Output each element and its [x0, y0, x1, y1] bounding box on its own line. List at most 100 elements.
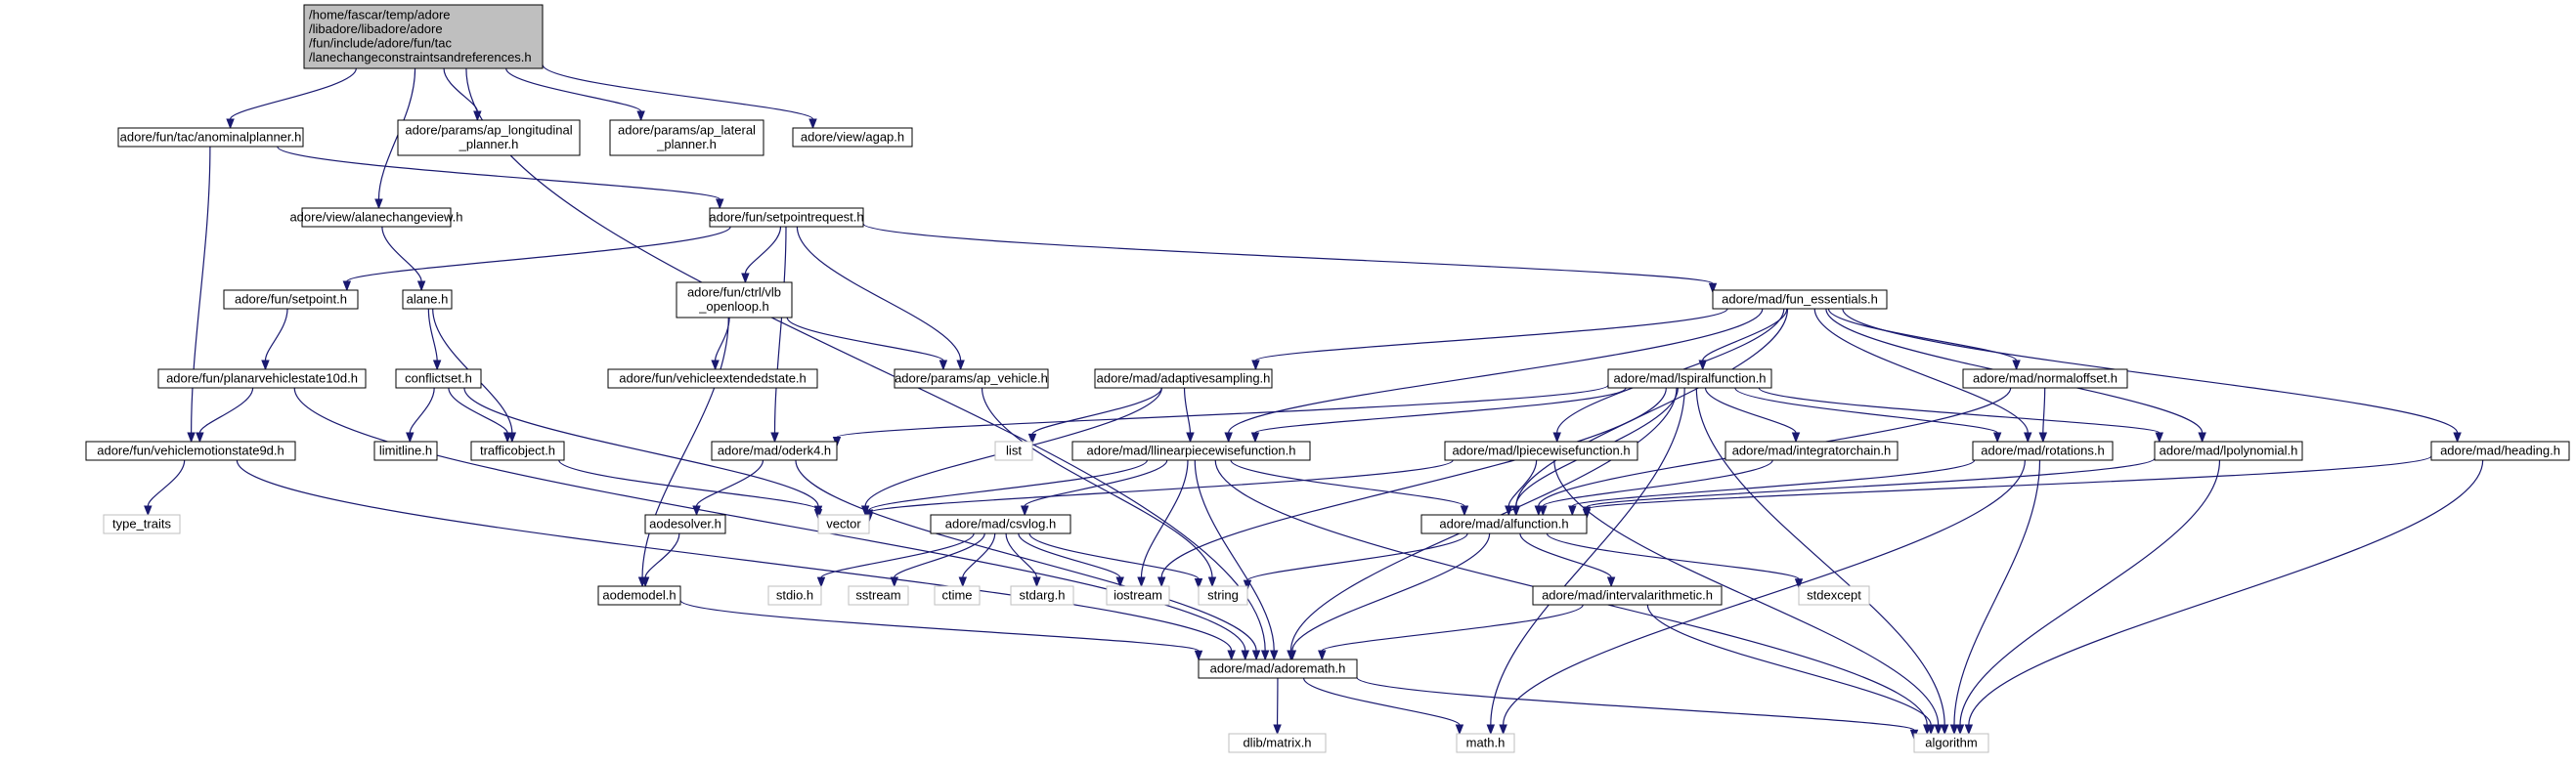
node-label: stdarg.h — [1020, 587, 1066, 602]
edge-llinearpiecewisefunction-to-alfunction — [1230, 459, 1469, 517]
node-alane[interactable]: alane.h — [402, 289, 453, 310]
edge-line — [1183, 387, 1192, 434]
edges-layer — [144, 64, 2484, 741]
arrowhead-icon — [1288, 650, 1297, 661]
node-label: aodemodel.h — [602, 587, 676, 602]
arrowhead-icon — [1940, 724, 1949, 736]
edge-adoremath-to-math — [1302, 677, 1464, 736]
node-box — [1532, 585, 1723, 606]
node-alanechangeview[interactable]: adore/view/alanechangeview.h — [289, 207, 463, 228]
node-stdio: stdio.h — [767, 585, 822, 606]
node-aodesolver[interactable]: aodesolver.h — [644, 514, 726, 534]
edge-aodemodel-to-adoremath — [679, 599, 1203, 661]
node-box — [848, 585, 909, 606]
node-label: adore/mad/oderk4.h — [718, 443, 831, 457]
node-planarvehiclestate10d[interactable]: adore/fun/planarvehiclestate10d.h — [157, 368, 367, 389]
edge-llinearpiecewisefunction-to-adoremath — [1194, 459, 1279, 661]
node-box — [402, 289, 453, 310]
node-label: /lanechangeconstraintsandreferences.h — [309, 50, 532, 64]
arrowhead-icon — [808, 118, 817, 130]
node-normaloffset[interactable]: adore/mad/normaloffset.h — [1962, 368, 2128, 389]
node-oderk4[interactable]: adore/mad/oderk4.h — [711, 441, 838, 461]
edge-line — [463, 387, 819, 507]
edge-line — [427, 308, 438, 361]
node-label: adore/fun/setpoint.h — [235, 291, 347, 306]
edge-csvlog-to-iostream — [1018, 532, 1124, 588]
arrowhead-icon — [1606, 576, 1616, 588]
node-adaptivesampling[interactable]: adore/mad/adaptivesampling.h — [1094, 368, 1273, 389]
arrowhead-icon — [1934, 724, 1943, 736]
edge-integratorchain-to-alfunction — [1539, 459, 1773, 517]
node-lpiecewisefunction[interactable]: adore/mad/lpiecewisefunction.h — [1444, 441, 1638, 461]
edge-line — [1230, 459, 1465, 507]
arrowhead-icon — [636, 110, 645, 122]
node-setpoint[interactable]: adore/fun/setpoint.h — [223, 289, 359, 310]
arrowhead-icon — [406, 432, 415, 444]
node-lspiralfunction[interactable]: adore/mad/lspiralfunction.h — [1607, 368, 1772, 389]
arrowhead-icon — [1926, 724, 1936, 736]
arrowhead-icon — [1224, 432, 1233, 444]
node-box — [607, 368, 818, 389]
node-vehiclemotionstate9d[interactable]: adore/fun/vehiclemotionstate9d.h — [85, 441, 296, 461]
node-box — [1198, 585, 1248, 606]
node-alfunction[interactable]: adore/mad/alfunction.h — [1420, 514, 1588, 534]
arrowhead-icon — [1032, 576, 1041, 588]
node-string: string — [1198, 585, 1248, 606]
node-adoremath[interactable]: adore/mad/adoremath.h — [1198, 659, 1358, 679]
edge-trafficobject-to-vector — [558, 459, 823, 521]
arrowhead-icon — [640, 576, 650, 588]
node-ap_lateral[interactable]: adore/params/ap_lateral_planner.h — [609, 119, 764, 156]
edge-lpiecewisefunction-to-vector — [864, 459, 1454, 524]
node-vlb_openloop[interactable]: adore/fun/ctrl/vlb_openloop.h — [676, 281, 793, 319]
arrowhead-icon — [1241, 650, 1249, 661]
node-setpointrequest[interactable]: adore/fun/setpointrequest.h — [709, 207, 864, 228]
edge-line — [1507, 459, 1538, 507]
node-rotations[interactable]: adore/mad/rotations.h — [1972, 441, 2114, 461]
edge-csvlog-to-stdio — [816, 532, 975, 588]
edge-vehiclemotionstate9d-to-type_traits — [144, 459, 186, 517]
node-heading[interactable]: adore/mad/heading.h — [2430, 441, 2570, 461]
arrowhead-icon — [1137, 576, 1146, 588]
node-label: list — [1006, 443, 1022, 457]
node-csvlog[interactable]: adore/mad/csvlog.h — [930, 514, 1071, 534]
node-anominalplanner[interactable]: adore/fun/tac/anominalplanner.h — [117, 127, 304, 148]
edge-line — [679, 599, 1200, 652]
edge-line — [862, 223, 1714, 284]
arrowhead-icon — [692, 505, 701, 517]
node-box — [817, 514, 870, 534]
node-trafficobject[interactable]: trafficobject.h — [470, 441, 565, 461]
edge-alfunction-to-string — [1243, 532, 1468, 591]
edge-line — [229, 67, 357, 120]
node-label: iostream — [1113, 587, 1162, 602]
node-ap_vehicle[interactable]: adore/params/ap_vehicle.h — [894, 368, 1049, 389]
node-vehicleextendedstate[interactable]: adore/fun/vehicleextendedstate.h — [607, 368, 818, 389]
node-conflictset[interactable]: conflictset.h — [395, 368, 482, 389]
node-intervalarithmetic[interactable]: adore/mad/intervalarithmetic.h — [1532, 585, 1723, 606]
node-fun_essentials[interactable]: adore/mad/fun_essentials.h — [1712, 289, 1888, 310]
node-dlib_matrix: dlib/matrix.h — [1228, 733, 1327, 753]
arrowhead-icon — [2024, 432, 2032, 444]
node-ap_longitudinal[interactable]: adore/params/ap_longitudinal_planner.h — [397, 119, 581, 156]
node-box — [1725, 441, 1899, 461]
node-agap[interactable]: adore/view/agap.h — [792, 127, 913, 148]
edge-normaloffset-to-rotations — [2038, 387, 2048, 444]
node-box — [676, 281, 793, 319]
node-box — [1071, 441, 1311, 461]
edge-llinearpiecewisefunction-to-iostream — [1137, 459, 1189, 588]
edge-intervalarithmetic-to-adoremath — [1318, 604, 1584, 661]
edge-rotations-to-math — [1499, 459, 2026, 736]
node-limitline[interactable]: limitline.h — [373, 441, 438, 461]
node-label: sstream — [855, 587, 900, 602]
node-lpolynomial[interactable]: adore/mad/lpolynomial.h — [2154, 441, 2303, 461]
edge-rotations-to-alfunction — [1568, 459, 1976, 517]
node-integratorchain[interactable]: adore/mad/integratorchain.h — [1725, 441, 1899, 461]
node-label: ctime — [941, 587, 972, 602]
arrowhead-icon — [1273, 724, 1282, 736]
edge-fun_essentials-to-lspiralfunction — [1698, 308, 1788, 371]
edge-line — [264, 308, 288, 361]
node-box — [767, 585, 822, 606]
node-aodemodel[interactable]: aodemodel.h — [597, 585, 681, 606]
node-label: adore/mad/lpolynomial.h — [2160, 443, 2298, 457]
edge-planarvehiclestate10d-to-vehiclemotionstate9d — [196, 387, 254, 444]
node-llinearpiecewisefunction[interactable]: adore/mad/llinearpiecewisefunction.h — [1071, 441, 1311, 461]
